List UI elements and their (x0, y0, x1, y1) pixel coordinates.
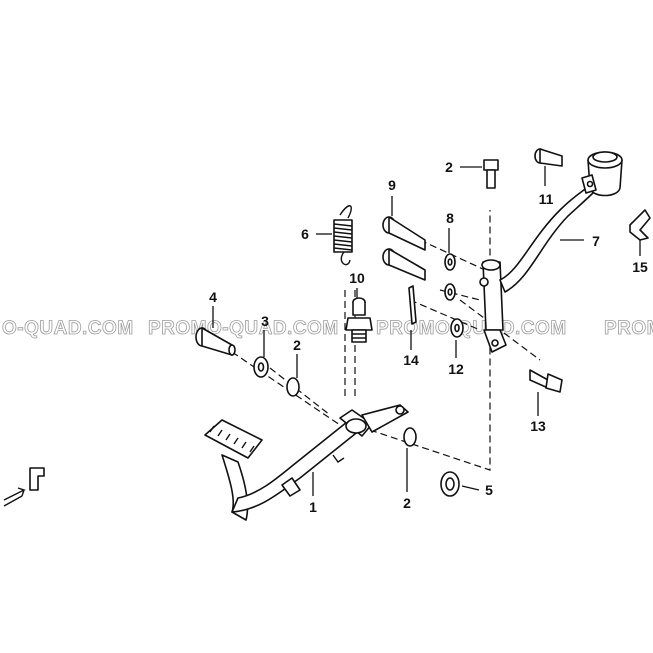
callout-3: 3 (261, 313, 269, 329)
callout-numbers: 4 3 2 6 10 9 8 2 11 7 15 14 12 13 1 2 5 (209, 159, 648, 515)
callout-2: 2 (293, 337, 301, 353)
callout-7: 7 (592, 233, 600, 249)
callout-14: 14 (403, 352, 419, 368)
watermark-text: O-QUAD.COM (2, 318, 134, 339)
part-reservoir-bolt (534, 148, 563, 167)
part-fluid-reservoir (581, 151, 623, 197)
callout-9: 9 (388, 177, 396, 193)
callout-4: 4 (209, 289, 217, 305)
part-o-ring (286, 377, 417, 447)
callout-2-top: 2 (445, 159, 453, 175)
part-return-spring (333, 205, 353, 266)
front-direction-arrow-icon (3, 467, 45, 507)
part-large-washer (440, 471, 460, 497)
callout-leaders (212, 166, 641, 496)
part-grease-fitting (345, 297, 373, 343)
part-long-bolt (382, 216, 426, 281)
part-pivot-bolt (195, 327, 236, 356)
watermark-text: PROMO-QUAD.COM (148, 318, 339, 339)
part-clip (629, 209, 651, 241)
watermark: O-QUAD.COM PROMO-QUAD.COM PROMO-QUAD.COM… (2, 318, 653, 340)
callout-15: 15 (632, 259, 648, 275)
part-top-bolt (483, 159, 499, 189)
callout-6: 6 (301, 226, 309, 242)
callout-1: 1 (309, 499, 317, 515)
watermark-text: PROMO (604, 318, 653, 339)
part-brake-pedal (204, 404, 409, 521)
callout-13: 13 (530, 418, 546, 434)
callout-2-bottom: 2 (403, 495, 411, 511)
callout-5: 5 (485, 482, 493, 498)
callout-8: 8 (446, 210, 454, 226)
part-bolt-13 (529, 369, 563, 393)
callout-10: 10 (349, 270, 365, 286)
part-small-washer (444, 253, 456, 301)
part-master-cylinder (479, 184, 597, 353)
watermark-text: PROMO-QUAD.COM (376, 318, 567, 339)
part-cotter-pin (408, 285, 417, 325)
callout-12: 12 (448, 361, 464, 377)
part-washer (253, 356, 269, 378)
callout-11: 11 (539, 191, 554, 207)
part-washer-12 (450, 318, 464, 338)
